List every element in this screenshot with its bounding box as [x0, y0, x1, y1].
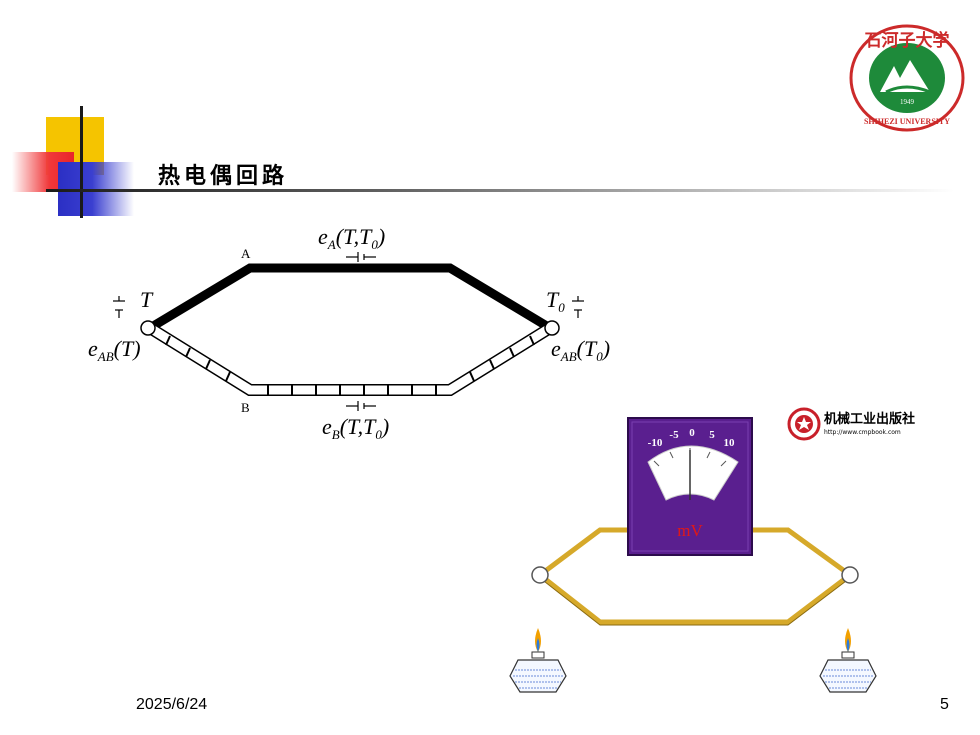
conductor-b-segments: [165, 335, 535, 395]
cold-junction: [544, 320, 560, 336]
logo-chinese-name: 石河子大学: [864, 30, 950, 50]
university-logo: 1949 石河子大学 SHIHEZI UNIVERSITY: [849, 24, 965, 132]
conductor-a: [147, 263, 553, 332]
page-number: 5: [940, 696, 949, 713]
scale-label: -5: [669, 429, 679, 441]
cold-junction-temp: T0: [546, 287, 565, 315]
title-vertical-rule: [80, 106, 83, 218]
emf-ab-hot-label: eAB(T): [88, 336, 141, 364]
hot-junction: [140, 320, 156, 336]
thermocouple-wires-edge: [539, 577, 851, 626]
conductor-b-label: B: [241, 400, 250, 415]
conductor-b-inner: [147, 324, 553, 395]
thermocouple-wires: [538, 527, 852, 625]
left-junction: [531, 566, 549, 584]
right-alcohol-lamp: [819, 628, 877, 693]
footer-date: 2025/6/24: [136, 696, 208, 713]
emf-a-symbol: [346, 252, 376, 262]
millivoltmeter: -10 -5 0 5 10 mV: [627, 417, 753, 556]
logo-year: 1949: [900, 98, 915, 106]
scale-label: 10: [724, 437, 736, 449]
meter-scale-labels: -10 -5 0 5 10: [648, 427, 735, 449]
emf-cold-symbol: [572, 296, 584, 318]
scale-label: 5: [709, 429, 715, 441]
left-alcohol-lamp: [509, 628, 567, 693]
scale-label: -10: [648, 437, 663, 449]
publisher-url: http://www.cmpbook.com: [824, 429, 901, 436]
conductor-a-label: A: [241, 246, 251, 261]
scale-label: 0: [689, 427, 695, 439]
emf-hot-symbol: [113, 296, 125, 318]
emf-a-label: eA(T,T0): [318, 224, 385, 252]
publisher-name: 机械工业出版社: [824, 411, 915, 427]
publisher-logo: 机械工业出版社 http://www.cmpbook.com: [787, 407, 915, 441]
right-junction: [841, 566, 859, 584]
emf-ab-cold-label: eAB(T0): [551, 336, 610, 364]
title-horizontal-rule: [46, 189, 954, 192]
logo-english-name: SHIHEZI UNIVERSITY: [864, 117, 950, 126]
meter-unit: mV: [677, 521, 703, 540]
meter-dial: [647, 445, 739, 501]
emf-b-label: eB(T,T0): [322, 414, 389, 442]
emf-b-symbol: [346, 401, 376, 411]
hot-junction-temp: T: [140, 287, 154, 312]
slide-title: 热电偶回路: [158, 163, 289, 189]
